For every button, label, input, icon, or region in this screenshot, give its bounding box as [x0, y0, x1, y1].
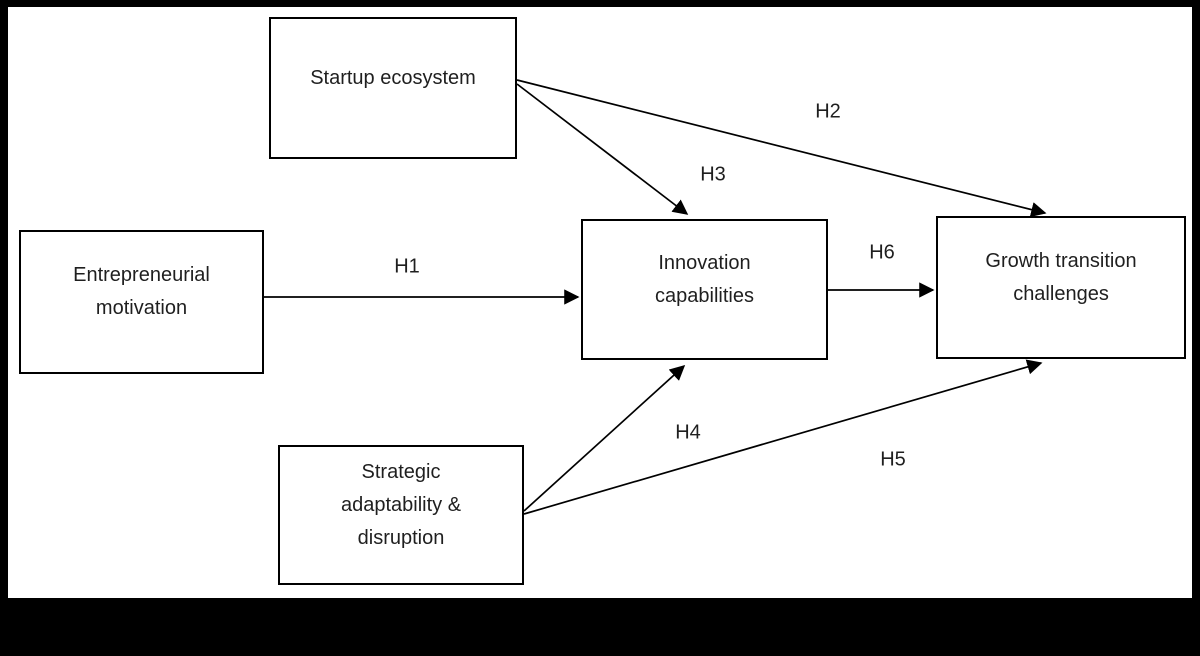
- node-label: Growth transition challenges: [985, 249, 1137, 305]
- edge-label-h5: H5: [880, 448, 906, 471]
- node-strategic-adaptability-disruption: Strategic adaptability & disruption: [278, 445, 524, 585]
- node-label: Strategic adaptability & disruption: [340, 460, 462, 549]
- node-entrepreneurial-motivation: Entrepreneurial motivation: [19, 230, 264, 374]
- node-label: Startup ecosystem: [310, 66, 476, 89]
- node-innovation-capabilities: Innovation capabilities: [581, 219, 828, 360]
- edge-label-h3: H3: [700, 163, 726, 186]
- node-label: Entrepreneurial motivation: [73, 264, 210, 319]
- edge-label-h1: H1: [394, 255, 420, 278]
- edge-label-h6: H6: [869, 241, 895, 264]
- edge-label-h4: H4: [675, 421, 701, 444]
- node-startup-ecosystem: Startup ecosystem: [269, 17, 517, 159]
- edge-label-h2: H2: [815, 100, 841, 123]
- node-label: Innovation capabilities: [655, 251, 754, 307]
- node-growth-transition-challenges: Growth transition challenges: [936, 216, 1186, 359]
